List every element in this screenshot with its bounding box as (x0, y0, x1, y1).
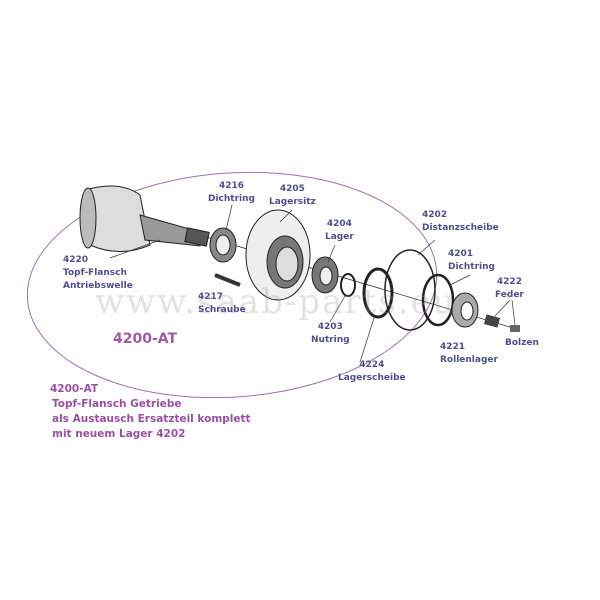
part-name: Nutring (311, 335, 350, 345)
part-name: Lager (325, 232, 354, 242)
part-4216-seal (209, 227, 237, 263)
part-number: 4203 (317, 322, 343, 332)
part-name: Lagersitz (269, 197, 316, 207)
part-4203-groove-ring (340, 273, 356, 297)
part-number: 4202 (422, 210, 448, 220)
part-name-2: Antriebswelle (63, 281, 133, 291)
part-number: 4217 (198, 292, 224, 302)
assembly-description: 4200-AT Topf-Flansch Getriebe als Austau… (50, 382, 251, 442)
leader-lines (109, 204, 516, 363)
part-number: 4216 (218, 181, 245, 191)
part-number: 4222 (496, 277, 522, 287)
part-number: 4224 (359, 360, 385, 370)
part-4205-bearing-seat (245, 209, 311, 301)
description-code: 4200-AT (50, 383, 99, 395)
watermark: www.saab-parts.eu (95, 282, 457, 322)
part-4222-spring (483, 314, 520, 332)
part-number: 4204 (326, 219, 352, 229)
part-4202-spacer (384, 249, 436, 331)
part-name: Dichtring (208, 194, 255, 204)
part-4204-bearing (311, 256, 339, 294)
part-name: Schraube (198, 305, 246, 315)
part-name: Dichtring (448, 262, 495, 272)
part-number: 4220 (63, 255, 89, 265)
part-4220-drive-shaft (79, 185, 210, 252)
part-name: Distanzscheibe (422, 223, 499, 233)
part-number: 4221 (440, 342, 466, 352)
part-4201-seal (421, 273, 455, 327)
part-4221-roller-bearing (451, 292, 479, 328)
part-number: 4201 (448, 249, 474, 259)
assembly-ellipse (26, 171, 438, 399)
part-4217-bolt (214, 273, 241, 287)
part-name: Topf-Flansch (63, 268, 127, 278)
label-bolzen: Bolzen (505, 337, 539, 350)
part-number: 4205 (279, 184, 305, 194)
part-4224-bearing-washer (362, 267, 394, 319)
part-name: Rollenlager (440, 355, 498, 365)
part-name: Lagerscheibe (338, 373, 406, 383)
assembly-code-label: 4200-AT (113, 331, 178, 347)
part-name: Bolzen (505, 338, 539, 348)
description-line: mit neuem Lager 4202 (52, 428, 186, 440)
description-line: als Austausch Ersatzteil komplett (52, 413, 251, 425)
description-line: Topf-Flansch Getriebe (52, 398, 182, 410)
part-name: Feder (495, 290, 524, 300)
